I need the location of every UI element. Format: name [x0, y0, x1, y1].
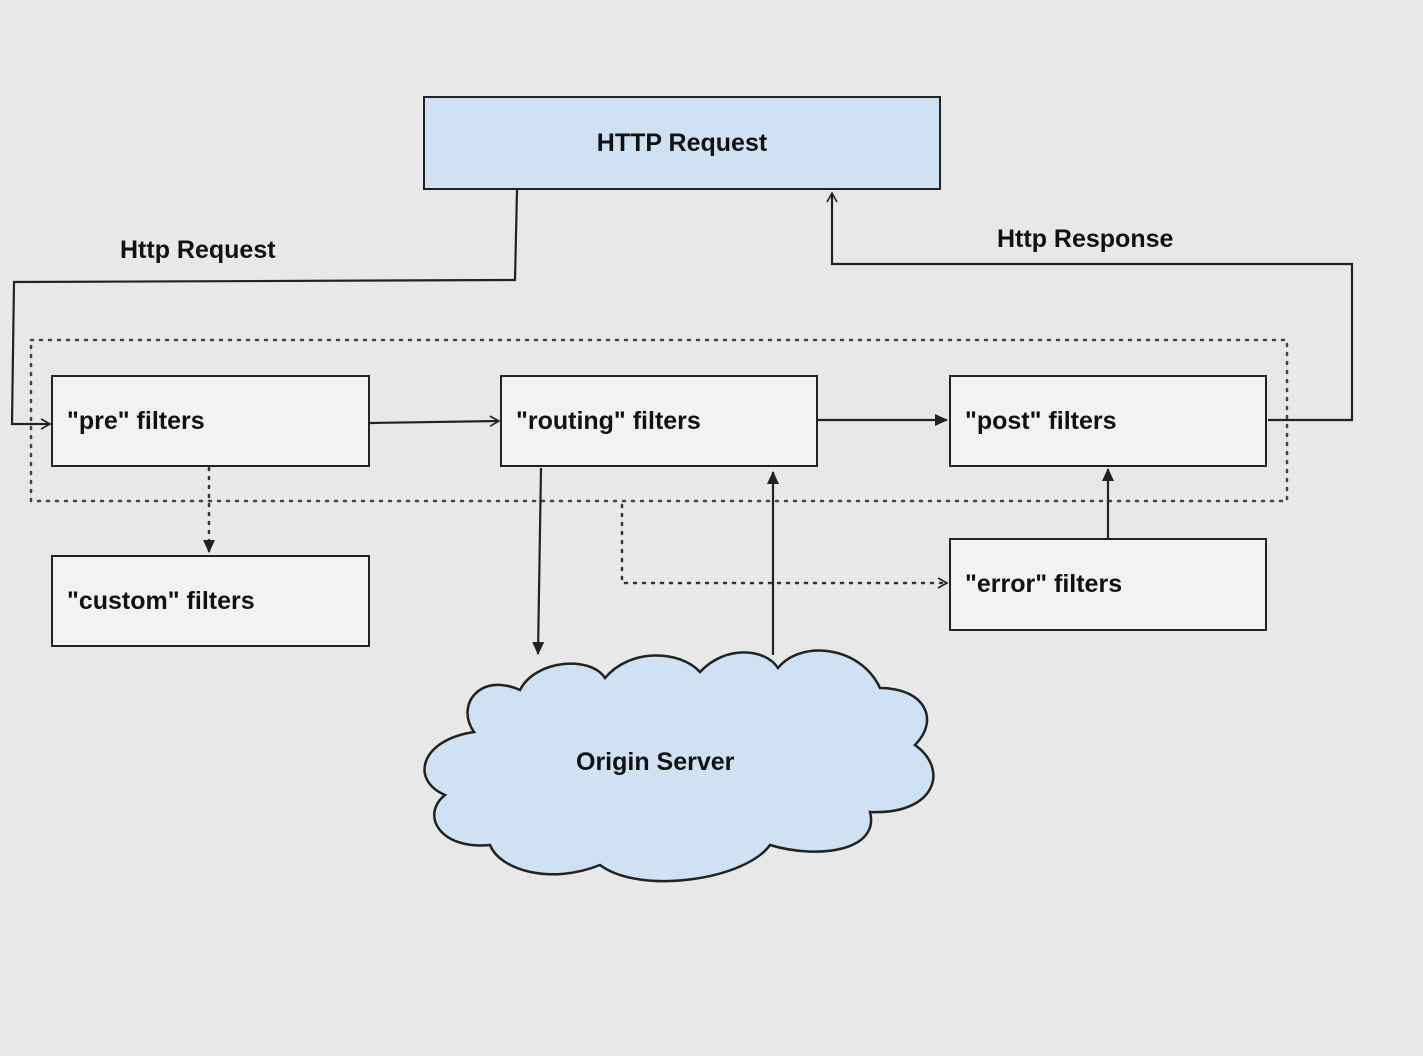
error-filters-box: "error" filters — [949, 538, 1267, 631]
request-connector — [10, 189, 519, 430]
to-error-arrow — [620, 503, 949, 589]
response-edge-label: Http Response — [997, 225, 1174, 253]
origin-server-label: Origin Server — [576, 748, 735, 776]
routing-filters-label: "routing" filters — [516, 406, 701, 435]
origin-server-cloud — [423, 649, 935, 883]
post-filters-box: "post" filters — [949, 375, 1267, 467]
routing-to-origin-arrow — [532, 467, 545, 655]
http-request-box-label: HTTP Request — [596, 128, 768, 157]
filter-group-boundary — [29, 338, 1289, 503]
custom-filters-label: "custom" filters — [67, 586, 255, 615]
error-filters-label: "error" filters — [965, 570, 1123, 598]
http-request-box: HTTP Request — [423, 96, 941, 190]
pre-filters-box: "pre" filters — [51, 375, 370, 467]
pre-filters-label: "pre" filters — [67, 406, 205, 435]
routing-filters-box: "routing" filters — [500, 375, 818, 467]
request-edge-label: Http Request — [120, 236, 276, 264]
custom-filters-box: "custom" filters — [51, 555, 370, 647]
response-connector — [826, 191, 1354, 422]
pre-to-routing-arrow — [369, 415, 501, 427]
post-filters-label: "post" filters — [965, 406, 1117, 435]
